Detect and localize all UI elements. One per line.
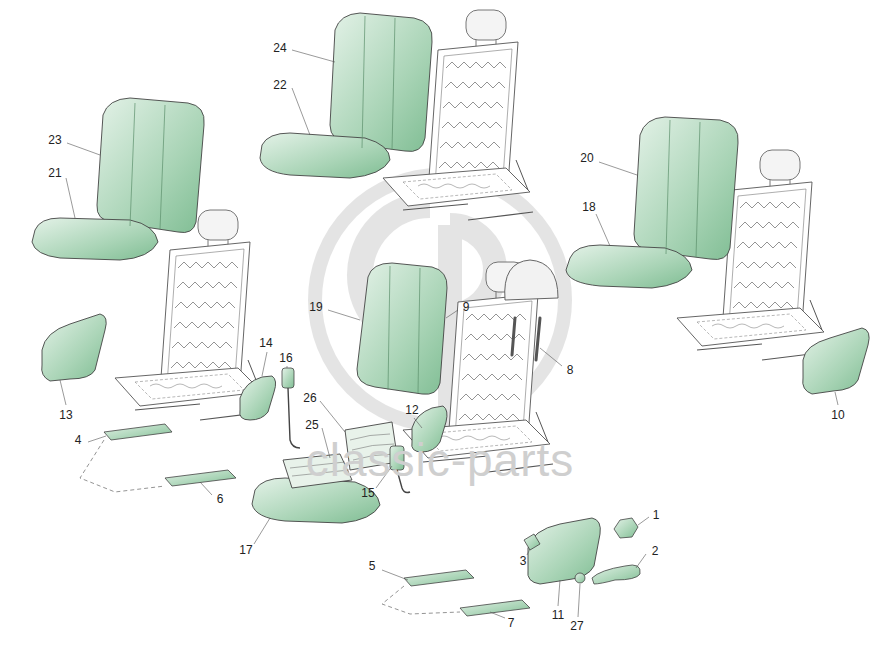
callout-number: 7 — [508, 617, 515, 629]
callout-number: 27 — [570, 620, 583, 632]
callout-number: 20 — [580, 152, 593, 164]
callout-number: 6 — [217, 493, 224, 505]
callout-number: 2 — [652, 545, 659, 557]
callout-number: 17 — [239, 544, 252, 556]
callout-number: 13 — [59, 409, 72, 421]
callout-number: 10 — [831, 409, 844, 421]
callout-number: 12 — [405, 404, 418, 416]
callout-number: 16 — [279, 352, 292, 364]
callout-number: 26 — [303, 392, 316, 404]
callout-number: 24 — [273, 42, 286, 54]
callout-number: 3 — [520, 555, 527, 567]
callout-number: 1 — [653, 509, 660, 521]
callout-number: 8 — [567, 364, 574, 376]
callout-number: 23 — [48, 134, 61, 146]
callout-number: 25 — [305, 419, 318, 431]
callout-number: 19 — [309, 301, 322, 313]
callout-number: 15 — [361, 487, 374, 499]
callout-number: 5 — [369, 560, 376, 572]
callout-number: 9 — [463, 301, 470, 313]
callout-number: 18 — [582, 201, 595, 213]
callout-number: 4 — [75, 434, 82, 446]
callout-number: 11 — [552, 609, 564, 621]
watermark-text: classic-parts — [306, 437, 575, 483]
callout-number: 14 — [259, 337, 272, 349]
callout-number: 22 — [273, 79, 286, 91]
callout-number: 21 — [48, 167, 61, 179]
